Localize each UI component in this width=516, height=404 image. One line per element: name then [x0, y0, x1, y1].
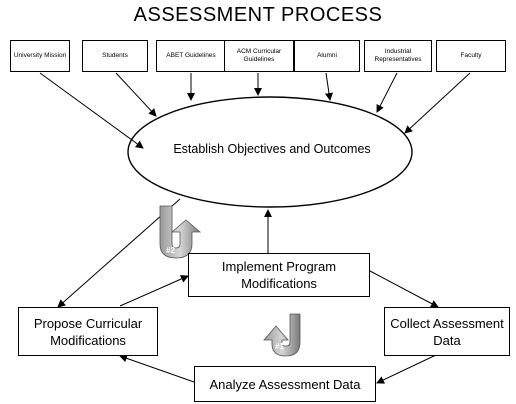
arrow-students [115, 72, 157, 117]
source-university-mission: University Mission [10, 40, 70, 72]
arrow-propose-to-implement [119, 275, 189, 307]
source-abet-guidelines: ABET Guidelines [156, 40, 226, 72]
marker-2-label: #2 [166, 246, 175, 255]
step-collect-label: Collect Assessment Data [390, 315, 504, 348]
arrow-analyze-to-propose [119, 354, 195, 383]
arrow-alumni [325, 72, 333, 101]
step-collect: Collect Assessment Data [384, 307, 510, 356]
arrow-university-mission [39, 72, 144, 149]
objectives-ellipse [127, 96, 413, 208]
step-analyze-label: Analyze Assessment Data [209, 376, 361, 392]
arrow-industrial [376, 72, 398, 113]
source-acm-guidelines: ACM Curricular Guidelines [224, 40, 294, 72]
arrow-faculty [404, 72, 471, 134]
u-turn-arrow-1-icon [263, 313, 301, 357]
diagram-title: ASSESSMENT PROCESS [133, 4, 383, 26]
step-analyze: Analyze Assessment Data [194, 366, 376, 402]
source-students: Students [82, 40, 148, 72]
source-alumni: Alumni [294, 40, 360, 72]
source-faculty: Faculty [436, 40, 506, 72]
source-industrial-representatives: Industrial Representatives [364, 40, 432, 72]
arrow-collect-to-analyze [376, 354, 437, 384]
objectives-label: Establish Objectives and Outcomes [173, 142, 371, 156]
step-implement-label: Implement Program Modifications [221, 259, 337, 291]
marker-1-label: #1 [275, 342, 284, 351]
step-propose: Propose Curricular Modifications [18, 307, 158, 356]
step-implement: Implement Program Modifications [188, 253, 370, 297]
step-propose-label: Propose Curricular Modifications [33, 315, 143, 348]
u-turn-arrow-2-icon [159, 205, 202, 259]
arrow-implement-to-collect [369, 270, 439, 308]
